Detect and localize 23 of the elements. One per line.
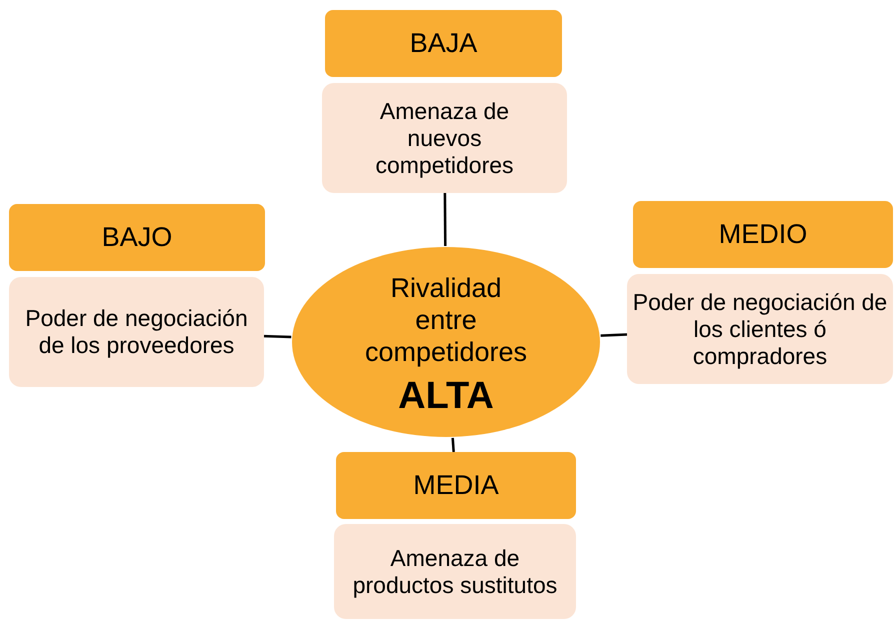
rating-text: BAJO bbox=[102, 222, 172, 253]
center-title: Rivalidad entre competidores bbox=[364, 272, 528, 368]
rating-text: ALTA bbox=[398, 380, 494, 412]
rating-text: BAJA bbox=[410, 28, 478, 59]
rivalry-ellipse bbox=[291, 246, 601, 438]
force-text: Amenaza de productos sustitutos bbox=[352, 544, 558, 598]
rating-label bbox=[9, 204, 265, 271]
force-box bbox=[334, 524, 576, 619]
connector-line bbox=[444, 193, 447, 246]
rating-label bbox=[325, 10, 562, 77]
connector-line bbox=[451, 438, 455, 452]
force-text: Poder de negociación de los clientes ó compradores bbox=[632, 288, 888, 370]
connector-line bbox=[264, 334, 292, 338]
force-box bbox=[627, 274, 893, 384]
force-box bbox=[322, 83, 567, 193]
rating-label bbox=[633, 201, 893, 268]
force-box bbox=[9, 277, 264, 387]
rating-label bbox=[336, 452, 576, 519]
rating-text: MEDIA bbox=[413, 470, 499, 501]
connector-line bbox=[600, 333, 628, 337]
rating-text: MEDIO bbox=[718, 219, 808, 250]
force-text: Amenaza de nuevos competidores bbox=[374, 98, 515, 178]
force-text: Poder de negociación de los proveedores bbox=[24, 305, 249, 359]
